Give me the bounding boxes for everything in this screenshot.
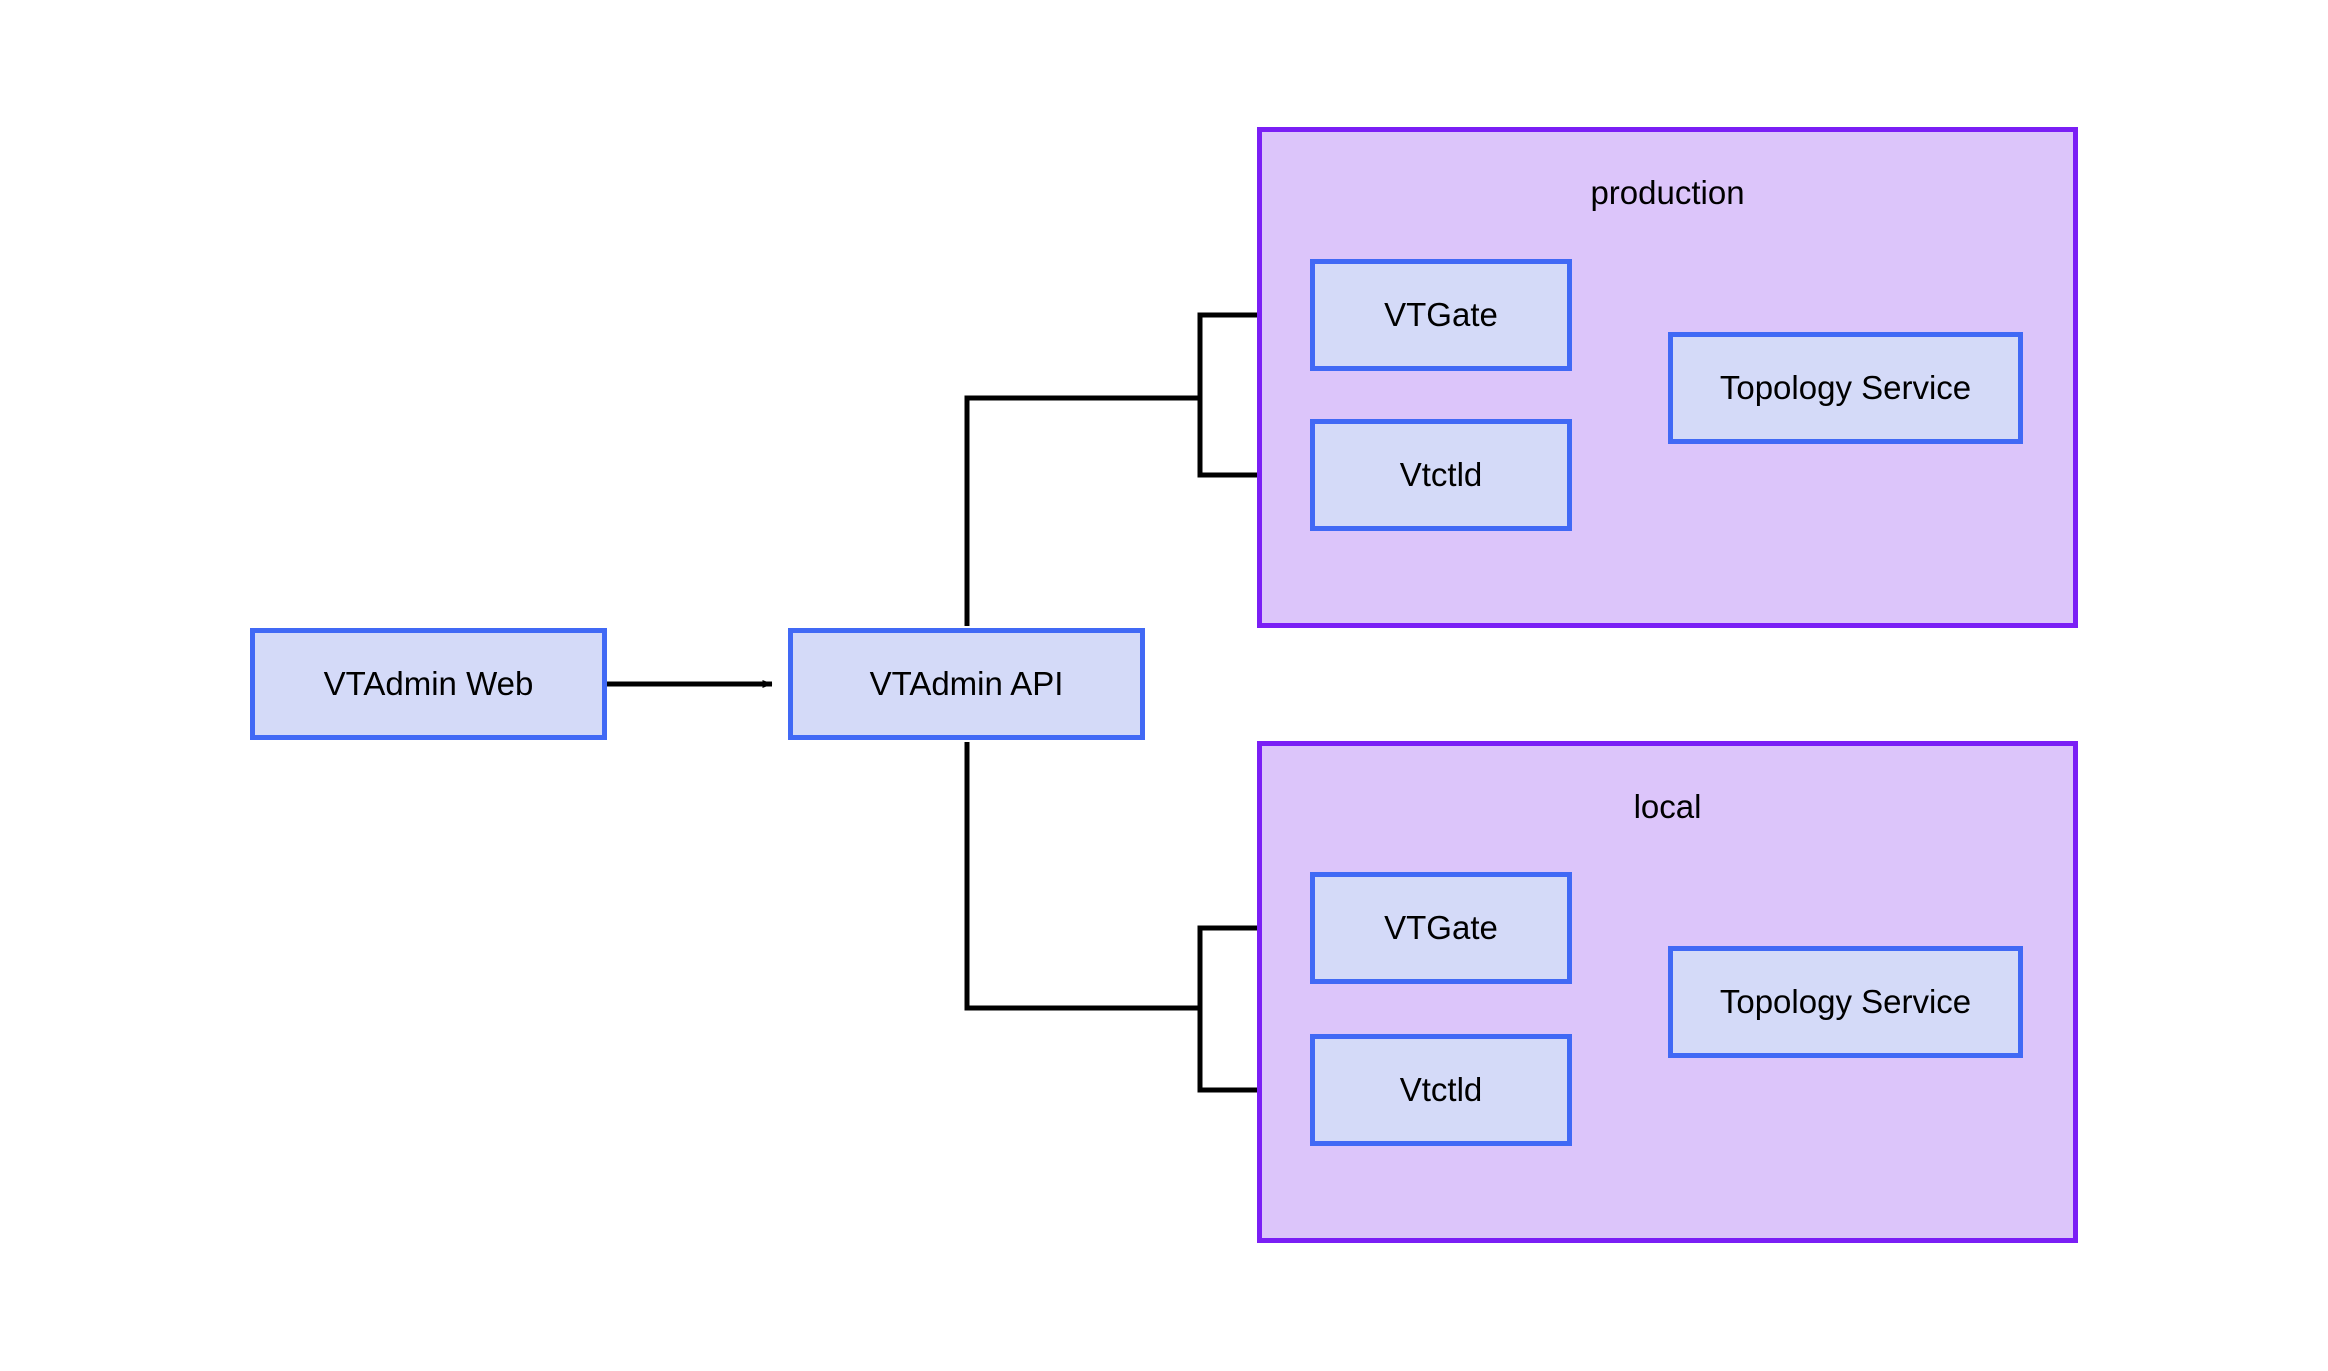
node-vtadmin-api[interactable]: VTAdmin API bbox=[788, 628, 1145, 740]
node-production-vtctld[interactable]: Vtctld bbox=[1310, 419, 1572, 531]
node-vtadmin-api-label: VTAdmin API bbox=[869, 665, 1064, 702]
cluster-local-label: local bbox=[1633, 788, 1702, 825]
node-production-vtctld-label: Vtctld bbox=[1399, 456, 1483, 493]
node-local-vtctld-label: Vtctld bbox=[1399, 1071, 1483, 1108]
node-local-topology-service-label: Topology Service bbox=[1719, 983, 1972, 1020]
node-local-topology-service[interactable]: Topology Service bbox=[1668, 946, 2023, 1058]
edge-api-to-production bbox=[964, 311, 1295, 626]
node-local-vtgate[interactable]: VTGate bbox=[1310, 872, 1572, 984]
node-local-vtctld[interactable]: Vtctld bbox=[1310, 1034, 1572, 1146]
node-production-topology-service[interactable]: Topology Service bbox=[1668, 332, 2023, 444]
edge-api-to-local bbox=[964, 742, 1295, 1094]
node-vtadmin-web-label: VTAdmin Web bbox=[323, 665, 534, 702]
node-production-topology-service-label: Topology Service bbox=[1719, 369, 1972, 406]
node-production-vtgate[interactable]: VTGate bbox=[1310, 259, 1572, 371]
node-vtadmin-web[interactable]: VTAdmin Web bbox=[250, 628, 607, 740]
node-production-vtgate-label: VTGate bbox=[1384, 296, 1498, 333]
cluster-production-label: production bbox=[1590, 174, 1745, 211]
node-local-vtgate-label: VTGate bbox=[1384, 909, 1498, 946]
